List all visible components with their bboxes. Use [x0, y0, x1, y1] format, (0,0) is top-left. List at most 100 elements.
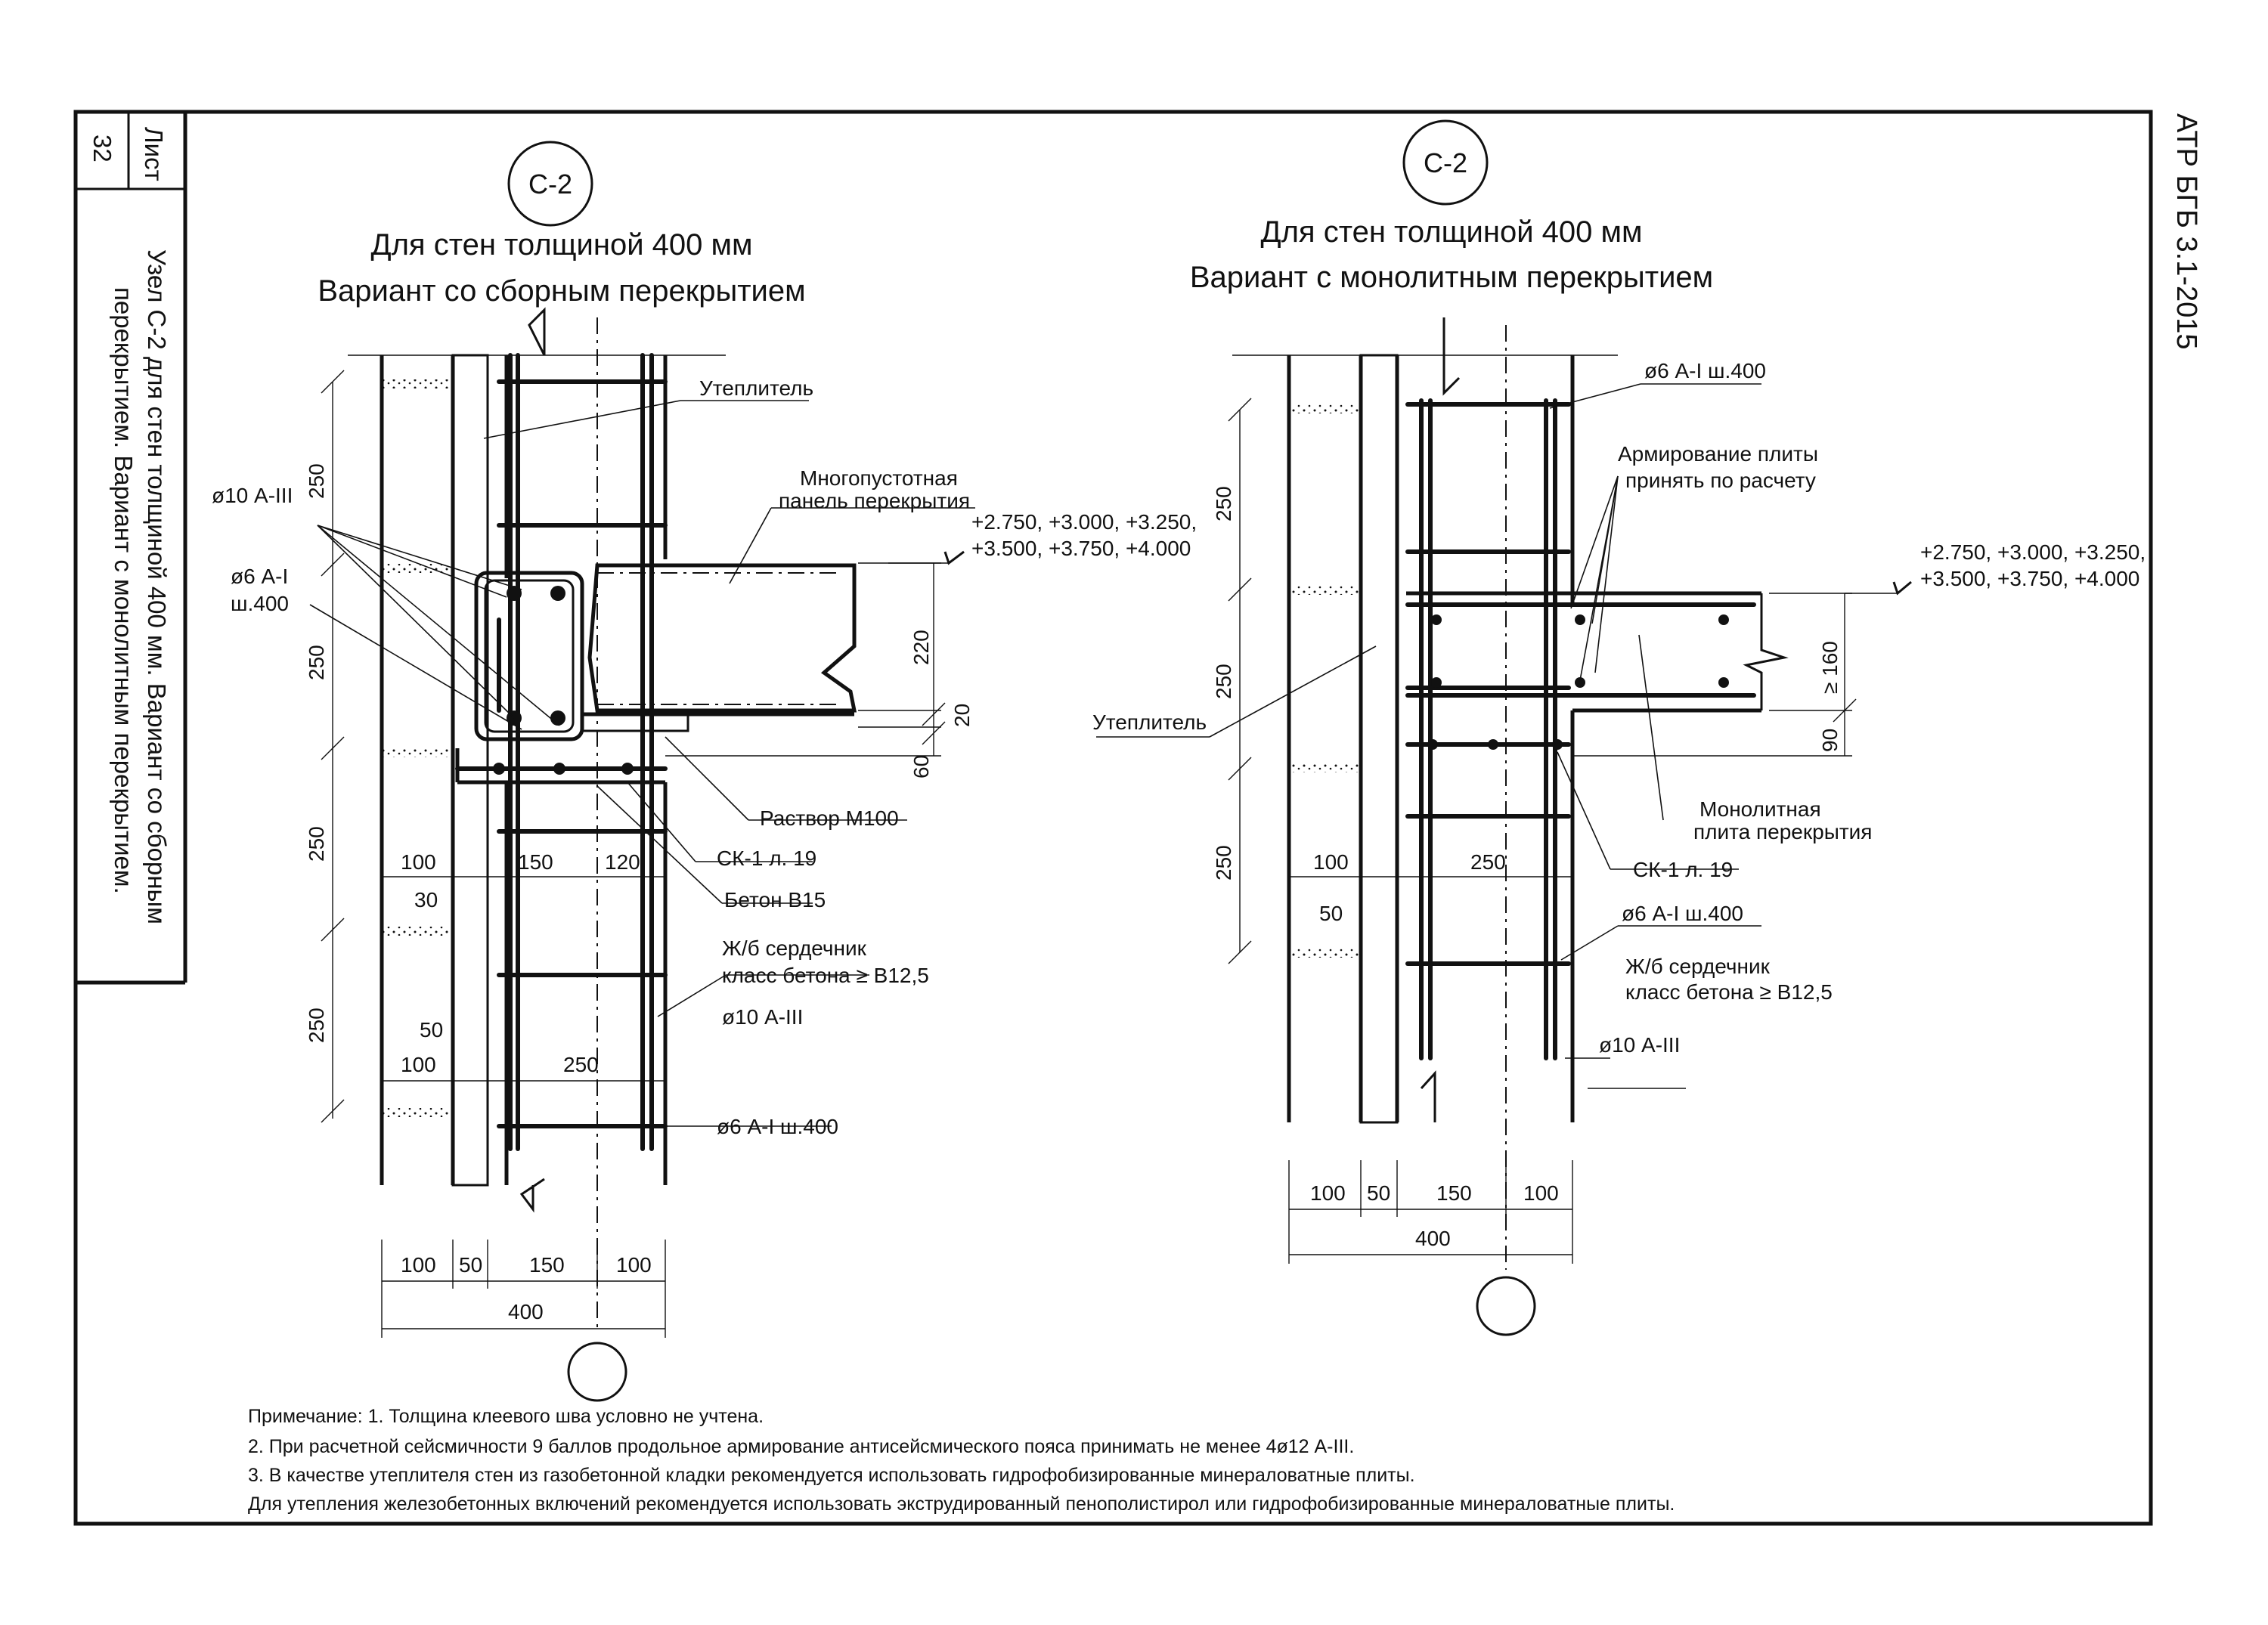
dim-right-b50: 50 — [1367, 1181, 1390, 1205]
callout-rebar-long-left-2: ø10 А-III — [722, 1005, 803, 1029]
dim-right-v250c: 250 — [1212, 845, 1235, 881]
callout-insulation-right: Утеплитель — [1092, 710, 1207, 734]
callout-mesh-right: СК-1 л. 19 — [1633, 858, 1733, 881]
panel-vertical-dims — [665, 562, 946, 757]
dim-left-b150: 150 — [529, 1253, 565, 1277]
dim-left-b400: 400 — [508, 1300, 544, 1323]
dim-right-b400: 400 — [1415, 1227, 1451, 1250]
callout-core-right-line2: класс бетона ≥ В12,5 — [1625, 980, 1833, 1004]
note-line-4: Для утепления железобетонных включений р… — [248, 1493, 1675, 1515]
right-bottom-dims — [1288, 1160, 1573, 1264]
callout-rebar-long-right: ø10 А-III — [1599, 1033, 1680, 1057]
seismic-belt-cage — [474, 571, 584, 741]
detail-marker-label: С-2 — [528, 169, 572, 200]
callout-slab-rebar-line2: принять по расчету — [1625, 469, 1816, 492]
callout-tie-bottom-right: ø6 А-I ш.400 — [1622, 902, 1743, 925]
dim-left-b100a: 100 — [401, 1253, 436, 1277]
stirrups — [497, 379, 668, 1128]
callout-insulation-left: Утеплитель — [699, 376, 813, 400]
left-bottom-dims — [381, 1240, 666, 1338]
dim-right-v250b: 250 — [1212, 664, 1235, 699]
callout-slab-line1: Монолитная — [1699, 797, 1821, 821]
mortar-joints — [382, 379, 453, 1117]
dim-right-b100b: 100 — [1523, 1181, 1559, 1205]
dim-right-b150: 150 — [1436, 1181, 1472, 1205]
dim-left-h50: 50 — [420, 1018, 443, 1042]
document-code: АТР БГБ 3.1-2015 — [2170, 113, 2202, 350]
callout-tie-top-right: ø6 А-I ш.400 — [1644, 359, 1766, 382]
insulation-band-right — [1359, 354, 1399, 1124]
general-notes: Примечание: 1. Толщина клеевого шва усло… — [248, 1406, 1675, 1515]
mortar-joints-right — [1289, 404, 1361, 958]
callout-core-left-line1: Ж/б сердечник — [722, 936, 867, 960]
callout-leaders — [309, 400, 975, 1127]
dim-right-h50: 50 — [1319, 902, 1343, 925]
callout-slab-line2: плита перекрытия — [1693, 820, 1872, 843]
axis-bubble-left — [567, 1342, 627, 1402]
callout-rebar-tie-left-line2: ш.400 — [231, 592, 289, 615]
dim-left-v60: 60 — [909, 755, 933, 778]
callout-rebar-long-left: ø10 А-III — [212, 484, 293, 507]
callout-levels-left-line1: +2.750, +3.000, +3.250, — [971, 510, 1197, 534]
left-vertical-dims — [321, 370, 345, 1123]
callout-mesh-left: СК-1 л. 19 — [717, 847, 816, 870]
dim-right-v250a: 250 — [1212, 486, 1235, 522]
note-line-3: 3. В качестве утеплителя стен из газобет… — [248, 1465, 1415, 1486]
sheet-number: 32 — [88, 135, 116, 162]
belt-mesh-right — [1405, 739, 1571, 750]
dim-left-h30: 30 — [414, 888, 438, 912]
dim-left-v20: 20 — [950, 704, 974, 727]
dim-left-h100b: 100 — [401, 1053, 436, 1076]
callout-levels-right-line2: +3.500, +3.750, +4.000 — [1920, 567, 2139, 590]
dim-left-b100b: 100 — [616, 1253, 652, 1277]
sheet-label: Лист — [140, 127, 168, 181]
detail-title-line1: Для стен толщиной 400 мм — [371, 228, 753, 262]
detail-marker-circle-right — [1402, 119, 1489, 206]
dim-left-b50: 50 — [459, 1253, 482, 1277]
dim-left-h100a: 100 — [401, 850, 436, 874]
callout-rebar-tie-left-line1: ø6 А-I — [231, 565, 288, 588]
dim-right-v90: 90 — [1818, 729, 1842, 752]
right-vertical-dims — [1228, 398, 1252, 964]
belt-mesh — [455, 748, 668, 785]
dim-left-h120: 120 — [605, 850, 640, 874]
sheet-title-line1: Узел С-2 для стен толщиной 400 мм. Вариа… — [143, 249, 171, 924]
dim-left-v250a: 250 — [305, 463, 328, 499]
callout-core-right-line1: Ж/б сердечник — [1625, 955, 1771, 978]
callout-core-left-line2: класс бетона ≥ В12,5 — [722, 964, 929, 987]
axis-bubble-right — [1476, 1276, 1536, 1336]
dim-left-h250: 250 — [563, 1053, 599, 1076]
dim-left-h150a: 150 — [518, 850, 553, 874]
dim-right-b100a: 100 — [1310, 1181, 1346, 1205]
note-line-1: Примечание: 1. Толщина клеевого шва усло… — [248, 1406, 764, 1427]
core-walls-right — [1395, 355, 1575, 1122]
callout-concrete: Бетон В15 — [724, 888, 826, 912]
dim-right-h250: 250 — [1470, 850, 1506, 874]
callout-levels-right-line1: +2.750, +3.000, +3.250, — [1920, 540, 2146, 564]
dim-left-v250b: 250 — [305, 645, 328, 680]
sheet-title-line2: перекрытием. Вариант с монолитным перекр… — [110, 287, 138, 894]
vertical-rebars — [508, 353, 654, 1151]
detail-title-right-line2: Вариант с монолитным перекрытием — [1190, 261, 1713, 294]
left-detail: С-2 Для стен толщиной 400 мм Вариант со … — [212, 141, 1197, 1402]
callout-slab-rebar-line1: Армирование плиты — [1618, 442, 1818, 466]
hollow-core-panel — [587, 563, 857, 713]
stirrups-right — [1405, 402, 1571, 966]
monolithic-slab — [1405, 591, 1789, 713]
detail-marker-circle — [507, 141, 593, 227]
dim-left-v250c: 250 — [305, 826, 328, 862]
left-inner-dims — [382, 876, 665, 1082]
note-line-2: 2. При расчетной сейсмичности 9 баллов п… — [248, 1436, 1354, 1457]
vertical-rebars-right — [1419, 398, 1557, 1060]
callout-mortar: Раствор М100 — [760, 806, 899, 830]
slab-vertical-dims — [1572, 593, 1857, 757]
dim-left-v220: 220 — [909, 630, 933, 665]
callout-levels-left-line2: +3.500, +3.750, +4.000 — [971, 537, 1191, 560]
callout-hollow-panel-line2: панель перекрытия — [779, 489, 970, 512]
dim-right-h100: 100 — [1313, 850, 1349, 874]
callout-hollow-panel-line1: Многопустотная — [800, 466, 958, 490]
detail-title-line2: Вариант со сборным перекрытием — [318, 274, 805, 308]
title-block: Лист 32 Узел С-2 для стен толщиной 400 м… — [76, 112, 187, 985]
callout-leaders-right — [1096, 383, 1898, 1089]
